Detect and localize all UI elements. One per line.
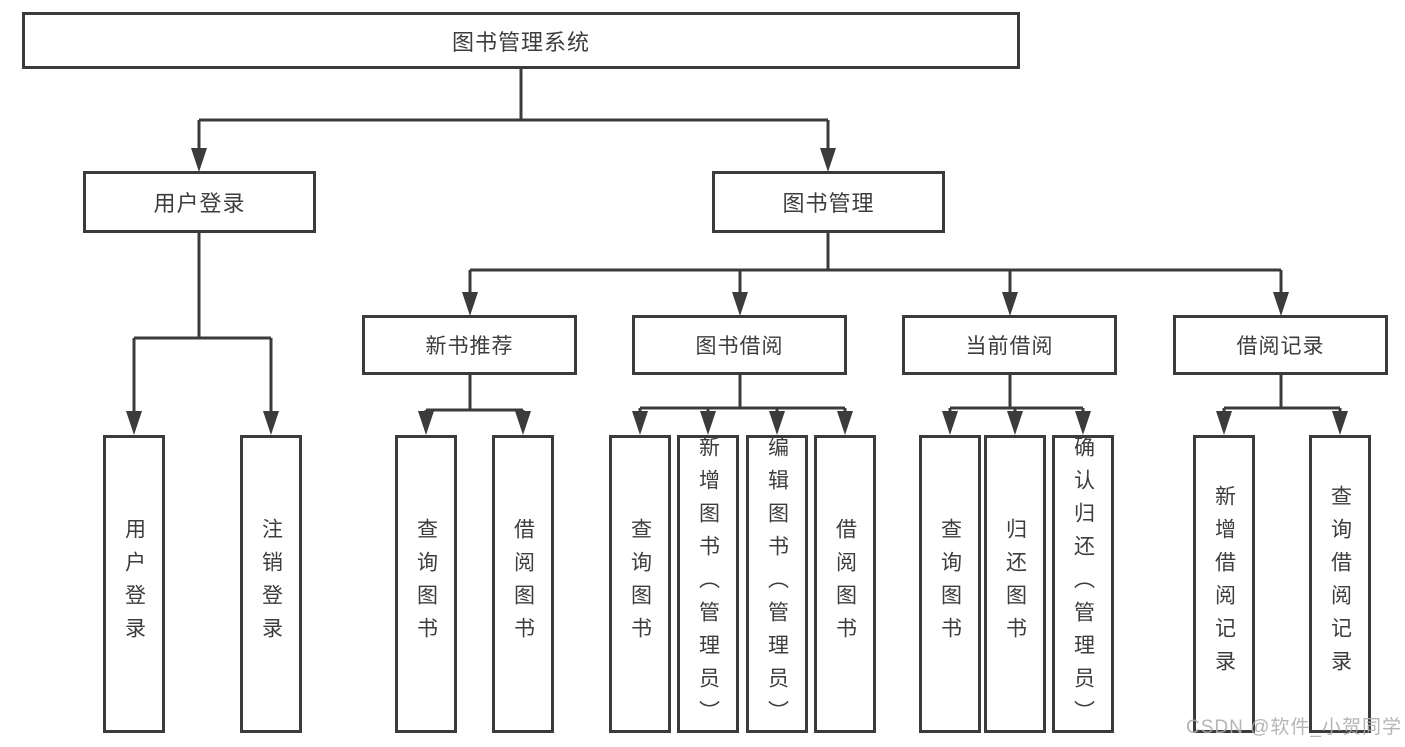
node-label: 新增借阅记录 — [1212, 485, 1236, 683]
leaf-query-books-current: 查询图书 — [919, 435, 981, 733]
node-label: 新增图书（管理员） — [696, 435, 720, 733]
leaf-user-login: 用户登录 — [103, 435, 165, 733]
leaf-confirm-return-admin: 确认归还（管理员） — [1052, 435, 1114, 733]
node-new-book-recommend: 新书推荐 — [362, 315, 577, 375]
node-library-management-system: 图书管理系统 — [22, 12, 1020, 69]
node-current-borrowing: 当前借阅 — [902, 315, 1117, 375]
node-book-borrowing: 图书借阅 — [632, 315, 847, 375]
leaf-borrow-books-recommend: 借阅图书 — [492, 435, 554, 733]
leaf-edit-books-admin: 编辑图书（管理员） — [746, 435, 808, 733]
node-label: 查询图书 — [628, 518, 652, 650]
leaf-query-borrow-record: 查询借阅记录 — [1309, 435, 1371, 733]
node-label: 当前借阅 — [965, 335, 1054, 358]
node-label: 归还图书 — [1003, 518, 1027, 650]
node-book-management: 图书管理 — [712, 171, 945, 233]
node-label: 用户登录 — [153, 191, 246, 216]
leaf-add-borrow-record: 新增借阅记录 — [1193, 435, 1255, 733]
leaf-query-books-recommend: 查询图书 — [395, 435, 457, 733]
node-label: 新书推荐 — [425, 335, 514, 358]
node-label: 图书借阅 — [695, 335, 784, 358]
node-label: 确认归还（管理员） — [1071, 435, 1095, 733]
leaf-logout: 注销登录 — [240, 435, 302, 733]
node-label: 用户登录 — [122, 518, 146, 650]
node-label: 查询图书 — [414, 518, 438, 650]
node-label: 注销登录 — [259, 518, 283, 650]
node-label: 查询借阅记录 — [1328, 485, 1352, 683]
leaf-borrow-books: 借阅图书 — [814, 435, 876, 733]
leaf-add-books-admin: 新增图书（管理员） — [677, 435, 739, 733]
node-label: 图书管理系统 — [451, 29, 590, 55]
node-label: 借阅图书 — [511, 518, 535, 650]
node-user-login: 用户登录 — [83, 171, 316, 233]
node-label: 借阅记录 — [1236, 335, 1325, 358]
leaf-return-books: 归还图书 — [984, 435, 1046, 733]
arrowheads — [126, 148, 1348, 435]
node-label: 图书管理 — [782, 191, 875, 216]
node-label: 查询图书 — [938, 518, 962, 650]
node-borrowing-records: 借阅记录 — [1173, 315, 1388, 375]
leaf-query-books-borrowing: 查询图书 — [609, 435, 671, 733]
node-label: 借阅图书 — [833, 518, 857, 650]
node-label: 编辑图书（管理员） — [765, 435, 789, 733]
csdn-watermark: CSDN @软件_小贺同学 — [1186, 717, 1402, 738]
